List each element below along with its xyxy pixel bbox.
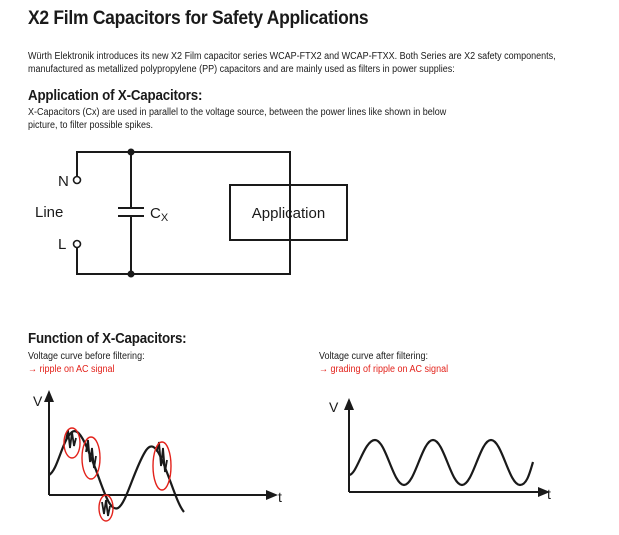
before-note: → ripple on AC signal [28,364,115,375]
ripple-highlight-4 [152,441,172,491]
after-t-label: t [547,486,551,502]
l-label: L [58,236,66,253]
application-description: X-Capacitors (Cx) are used in parallel t… [28,106,446,132]
intro-paragraph: Würth Elektronik introduces its new X2 F… [28,50,604,76]
n-label: N [58,173,69,190]
before-v-axis-arrow-icon [44,390,54,402]
before-t-axis-arrow-icon [266,490,278,500]
before-t-label: t [278,489,282,505]
junction-dot-bottom [127,270,135,278]
intro-line-1: Würth Elektronik introduces its new X2 F… [28,51,556,62]
application-box [229,184,348,241]
line-label: Line [35,204,63,221]
application-line-1: X-Capacitors (Cx) are used in parallel t… [28,107,447,118]
function-heading: Function of X-Capacitors: [28,331,187,347]
after-v-label: V [329,399,339,415]
ripple-highlight-3 [98,494,114,522]
cap-letter: C [150,205,161,222]
after-caption-block: Voltage curve after filtering: → grading… [319,350,448,376]
before-sine-wave [48,429,185,513]
application-label: Application [252,205,325,222]
ripple-spike-4 [156,441,168,473]
application-line-2: picture, to filter possible spikes. [28,120,154,131]
after-sine-wave [348,438,535,487]
application-heading: Application of X-Capacitors: [28,88,203,104]
before-caption-block: Voltage curve before filtering: → ripple… [28,350,145,376]
intro-line-2: manufactured as metallized polypropylene… [28,64,455,75]
after-caption: Voltage curve after filtering: [319,351,429,362]
after-t-axis-arrow-icon [538,487,550,497]
junction-dot-top [127,148,135,156]
n-terminal-icon [72,175,82,185]
ripple-spike-3 [101,499,111,517]
before-v-label: V [33,393,43,409]
capacitor-label: CX [150,205,169,224]
after-v-axis-arrow-icon [344,398,354,410]
after-note: → grading of ripple on AC signal [319,364,449,375]
ripple-spike-2 [85,439,97,469]
ripple-highlight-2 [81,436,101,480]
ripple-spike-1 [65,429,77,449]
before-caption: Voltage curve before filtering: [28,351,145,362]
l-terminal-icon [72,239,82,249]
page-title: X2 Film Capacitors for Safety Applicatio… [28,8,369,29]
cap-subscript: X [161,212,169,224]
ripple-highlight-1 [63,427,81,459]
